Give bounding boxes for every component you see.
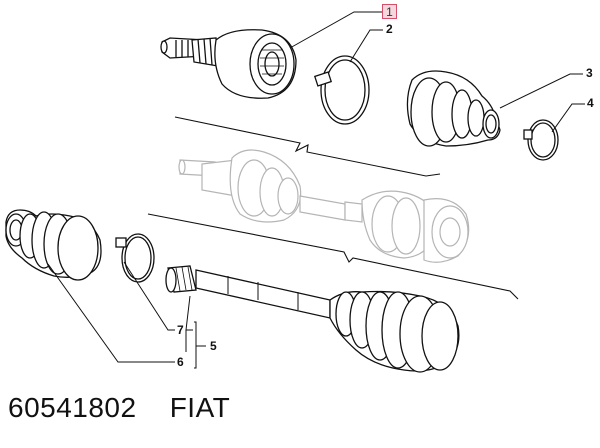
part-number: 60541802 xyxy=(8,392,137,423)
section-divider-top xyxy=(174,116,441,177)
callout-3[interactable]: 3 xyxy=(586,66,593,80)
section-divider-mid xyxy=(147,213,519,300)
callout-5[interactable]: 5 xyxy=(210,339,217,353)
callout-1[interactable]: 1 xyxy=(382,4,397,19)
outer-joint-housing xyxy=(160,29,297,99)
part-number-caption: 60541802 FIAT xyxy=(8,392,230,424)
inner-boot xyxy=(5,209,102,281)
callout-2[interactable]: 2 xyxy=(386,22,393,36)
axle-shaft-assembly xyxy=(165,265,460,373)
small-clamp-left xyxy=(115,233,155,283)
brand-name: FIAT xyxy=(169,392,231,423)
callout-7[interactable]: 7 xyxy=(177,323,184,337)
callout-6[interactable]: 6 xyxy=(177,355,184,369)
small-clamp-top xyxy=(523,119,559,161)
outer-boot xyxy=(406,70,501,147)
large-clamp xyxy=(313,55,370,125)
ghost-assembled-axle xyxy=(178,149,470,263)
callout-4[interactable]: 4 xyxy=(587,96,594,110)
leader-lines xyxy=(47,11,585,369)
